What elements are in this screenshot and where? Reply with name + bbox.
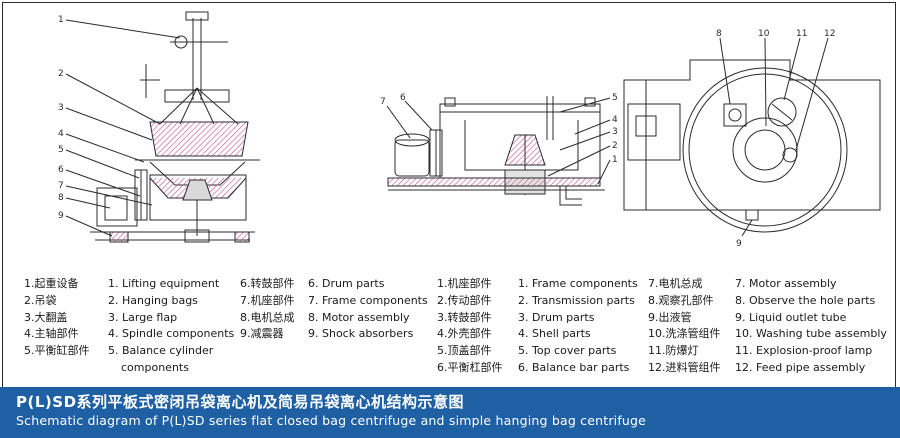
callout-a-7: 7: [58, 181, 64, 191]
callout-b-4: 4: [612, 115, 618, 125]
caption-title-cn: P(L)SD系列平板式密闭吊袋离心机及简易吊袋离心机结构示意图: [16, 393, 465, 411]
caption-title-en: Schematic diagram of P(L)SD series flat …: [16, 413, 647, 428]
legend-item: 8. Motor assembly: [308, 310, 410, 324]
legend-b-en2: 7. Motor assembly 8. Observe the hole pa…: [735, 276, 887, 377]
legend-item: 8. Observe the hole parts: [735, 293, 876, 307]
legend-item: 4. Spindle components: [108, 327, 235, 341]
legend-item: 12.进料管组件: [648, 360, 721, 374]
legend-b-en: 1. Frame components 2. Transmission part…: [518, 276, 638, 377]
callout-b-2: 2: [612, 141, 618, 151]
callout-c-10: 10: [758, 29, 770, 39]
legend-item: 11.防爆灯: [648, 344, 699, 358]
legend-item: 1. Lifting equipment: [108, 277, 220, 290]
legend-item: 1.起重设备: [24, 277, 79, 290]
legend-item: 9.减震器: [240, 327, 284, 341]
legend-item: 1. Frame components: [518, 277, 638, 290]
legend-item: 2.吊袋: [24, 293, 57, 307]
legend-item: 8.观察孔部件: [648, 293, 714, 307]
callout-b-3: 3: [612, 127, 618, 137]
drawing-c: [623, 37, 881, 237]
legend-item: 9. Liquid outlet tube: [735, 310, 847, 324]
legend-a-cn: 1.起重设备 2.吊袋 3.大翻盖 4.主轴部件 5.平衡缸部件: [24, 276, 90, 360]
legend-item: 7.机座部件: [240, 293, 295, 307]
legend-item: 3.转鼓部件: [437, 310, 492, 324]
callout-a-8: 8: [58, 193, 64, 203]
legend-item: 2. Hanging bags: [108, 293, 198, 307]
legend-item: 9.出液管: [648, 310, 692, 324]
legend-item: 11. Explosion-proof lamp: [735, 344, 873, 358]
callout-a-5: 5: [58, 145, 64, 155]
legend-item: 10.洗涤管组件: [648, 327, 721, 341]
callout-a-1: 1: [58, 15, 64, 25]
drawing-a: [65, 11, 260, 243]
legend-item: 7. Motor assembly: [735, 277, 837, 290]
drawing-b: [386, 96, 611, 206]
legend-item: 6. Balance bar parts: [518, 360, 630, 374]
legend-item: 6.转鼓部件: [240, 277, 295, 290]
legend-item: 4. Shell parts: [518, 327, 591, 341]
legend-item: components: [121, 360, 189, 374]
legend-b-cn: 1.机座部件 2.传动部件 3.转鼓部件 4.外壳部件 5.顶盖部件 6.平衡杠…: [437, 276, 503, 377]
legend-item: 1.机座部件: [437, 277, 492, 290]
callout-a-6: 6: [58, 165, 64, 175]
callout-c-9: 9: [736, 239, 742, 249]
legend-a-en: 1. Lifting equipment 2. Hanging bags 3. …: [108, 276, 234, 377]
legend-item: 6.平衡杠部件: [437, 360, 503, 374]
legend-item: 12. Feed pipe assembly: [735, 360, 866, 374]
callout-b-5: 5: [612, 93, 618, 103]
caption-bar: P(L)SD系列平板式密闭吊袋离心机及简易吊袋离心机结构示意图 Schemati…: [0, 387, 900, 438]
legend-item: 5. Balance cylinder: [108, 344, 214, 358]
legend-item: 5. Top cover parts: [518, 344, 617, 358]
legend-item: 2.传动部件: [437, 293, 492, 307]
callout-b-1: 1: [612, 155, 618, 165]
callout-c-12: 12: [824, 29, 835, 39]
callout-b-6: 6: [400, 93, 406, 103]
callout-c-11: 11: [796, 29, 807, 39]
legend-item: 4.主轴部件: [24, 327, 79, 341]
callout-a-9: 9: [58, 211, 64, 221]
legend-item: 7.电机总成: [648, 277, 703, 290]
legend-a-en2: 6. Drum parts 7. Frame components 8. Mot…: [308, 276, 428, 343]
legend-item: 5.平衡缸部件: [24, 344, 90, 358]
legend-item: 4.外壳部件: [437, 327, 492, 341]
legend-a-cn2: 6.转鼓部件 7.机座部件 8.电机总成 9.减震器: [240, 276, 295, 343]
legend-item: 8.电机总成: [240, 310, 295, 324]
legend-item: 5.顶盖部件: [437, 344, 492, 358]
schematic-drawings: 1 2 3 4 5 6 7 8 9: [58, 11, 881, 249]
legend-b-cn2: 7.电机总成 8.观察孔部件 9.出液管 10.洗涤管组件 11.防爆灯 12.…: [648, 276, 721, 377]
callout-a-2: 2: [58, 69, 64, 79]
callout-a-3: 3: [58, 103, 64, 113]
legend-item: 10. Washing tube assembly: [735, 327, 887, 341]
parts-legend: 1.起重设备 2.吊袋 3.大翻盖 4.主轴部件 5.平衡缸部件 1. Lift…: [0, 276, 900, 386]
callout-c-8: 8: [716, 29, 722, 39]
callout-b-7: 7: [380, 97, 386, 107]
legend-item: 9. Shock absorbers: [308, 327, 414, 341]
callout-a-4: 4: [58, 129, 64, 139]
legend-item: 2. Transmission parts: [518, 293, 635, 307]
legend-item: 7. Frame components: [308, 293, 428, 307]
legend-item: 3. Large flap: [108, 310, 178, 324]
legend-item: 6. Drum parts: [308, 277, 385, 290]
legend-item: 3. Drum parts: [518, 310, 595, 324]
legend-item: 3.大翻盖: [24, 310, 68, 324]
